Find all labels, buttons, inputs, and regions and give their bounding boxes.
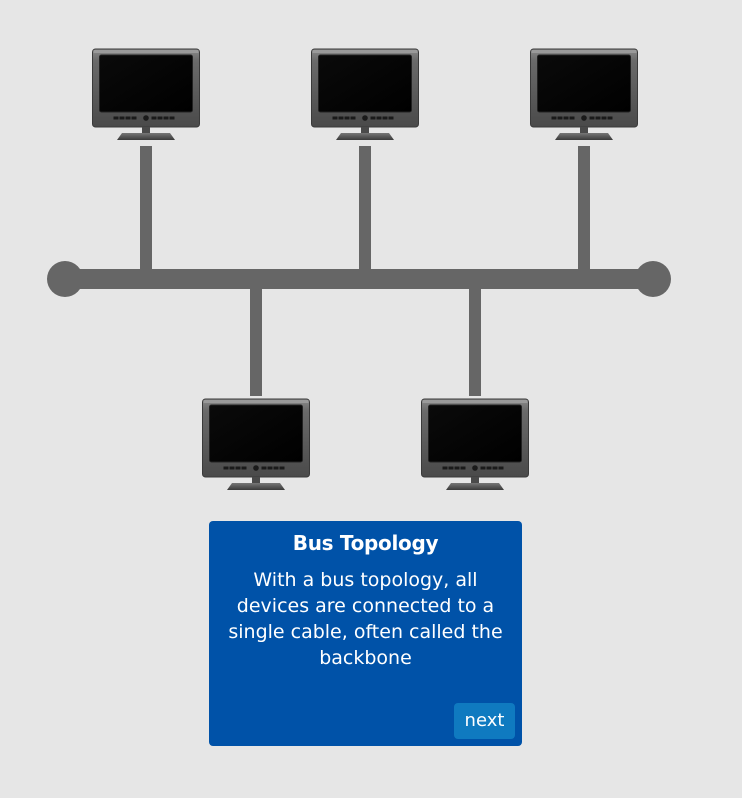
monitor-bottom-1 <box>202 398 310 490</box>
drop-cable-top-2 <box>359 146 371 270</box>
cables <box>47 146 671 396</box>
drop-cable-bottom-2 <box>469 288 481 396</box>
monitor-highlight <box>203 400 309 403</box>
monitor-button <box>131 116 137 120</box>
monitor-button <box>157 116 163 120</box>
monitor-base <box>117 133 175 140</box>
backbone-cable <box>65 269 653 289</box>
monitor-base <box>227 483 285 490</box>
monitor-highlight <box>93 50 199 53</box>
monitor-button <box>382 116 388 120</box>
monitor-button <box>235 466 241 470</box>
info-card: Bus Topology With a bus topology, all de… <box>209 521 522 746</box>
monitor-button <box>241 466 247 470</box>
monitor-base <box>336 133 394 140</box>
monitor-button <box>125 116 131 120</box>
monitor-button <box>480 466 486 470</box>
monitor-button <box>119 116 125 120</box>
monitor-button <box>551 116 557 120</box>
power-button <box>581 115 587 121</box>
monitor-neck <box>580 127 588 133</box>
monitor-top-2 <box>311 48 419 140</box>
monitor-button <box>498 466 504 470</box>
monitors <box>92 48 638 490</box>
monitor-screen <box>428 404 522 463</box>
monitor-button <box>370 116 376 120</box>
monitor-top-3 <box>530 48 638 140</box>
monitor-button <box>460 466 466 470</box>
card-description: With a bus topology, all devices are con… <box>228 569 503 669</box>
monitor-button <box>229 466 235 470</box>
monitor-button <box>607 116 613 120</box>
monitor-screen <box>537 54 631 113</box>
monitor-button <box>557 116 563 120</box>
monitor-button <box>486 466 492 470</box>
monitor-screen <box>209 404 303 463</box>
monitor-button <box>261 466 267 470</box>
monitor-button <box>454 466 460 470</box>
monitor-button <box>589 116 595 120</box>
monitor-neck <box>142 127 150 133</box>
monitor-button <box>338 116 344 120</box>
power-button <box>143 115 149 121</box>
drop-cable-top-1 <box>140 146 152 270</box>
monitor-button <box>113 116 119 120</box>
power-button <box>472 465 478 471</box>
monitor-button <box>267 466 273 470</box>
monitor-highlight <box>422 400 528 403</box>
next-button[interactable]: next <box>454 703 515 739</box>
monitor-button <box>601 116 607 120</box>
monitor-button <box>563 116 569 120</box>
monitor-button <box>344 116 350 120</box>
monitor-neck <box>361 127 369 133</box>
monitor-base <box>446 483 504 490</box>
monitor-highlight <box>531 50 637 53</box>
monitor-button <box>350 116 356 120</box>
monitor-button <box>223 466 229 470</box>
drop-cable-bottom-1 <box>250 288 262 396</box>
monitor-base <box>555 133 613 140</box>
monitor-button <box>273 466 279 470</box>
monitor-button <box>169 116 175 120</box>
monitor-highlight <box>312 50 418 53</box>
monitor-button <box>388 116 394 120</box>
monitor-button <box>163 116 169 120</box>
monitor-neck <box>471 477 479 483</box>
monitor-button <box>279 466 285 470</box>
monitor-button <box>151 116 157 120</box>
monitor-screen <box>99 54 193 113</box>
terminator-left <box>47 261 83 297</box>
monitor-button <box>595 116 601 120</box>
monitor-screen <box>318 54 412 113</box>
terminator-right <box>635 261 671 297</box>
monitor-neck <box>252 477 260 483</box>
monitor-button <box>332 116 338 120</box>
monitor-button <box>448 466 454 470</box>
monitor-button <box>442 466 448 470</box>
power-button <box>253 465 259 471</box>
monitor-button <box>492 466 498 470</box>
card-title: Bus Topology <box>292 531 439 555</box>
monitor-top-1 <box>92 48 200 140</box>
drop-cable-top-3 <box>578 146 590 270</box>
monitor-button <box>569 116 575 120</box>
power-button <box>362 115 368 121</box>
monitor-bottom-2 <box>421 398 529 490</box>
monitor-button <box>376 116 382 120</box>
